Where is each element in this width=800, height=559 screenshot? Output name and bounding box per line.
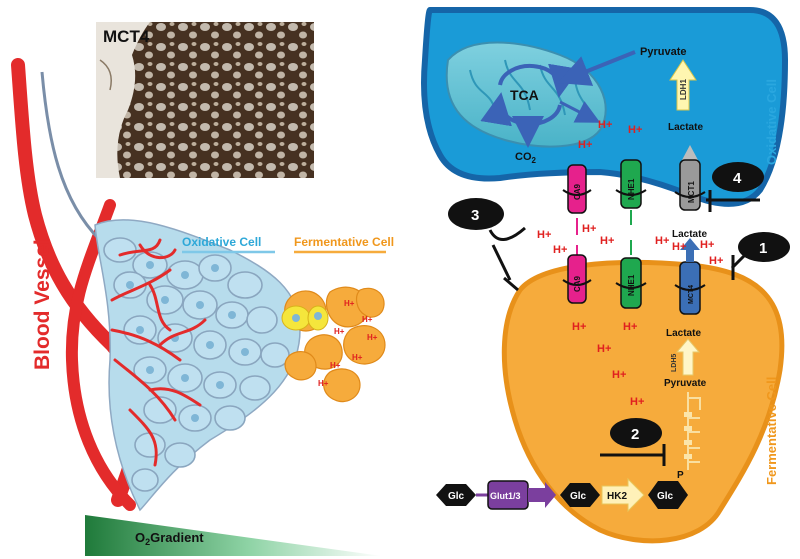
ferm-h-labels: H+ H+ H+ H+ H+ <box>572 321 644 408</box>
svg-text:H+: H+ <box>600 235 614 247</box>
svg-text:3: 3 <box>471 207 479 224</box>
nhe1-bottom: NHE1 <box>615 240 647 309</box>
glucose-6p: Glc <box>648 481 688 509</box>
svg-text:H+: H+ <box>537 229 551 241</box>
inhibitor-1: 1 <box>730 232 790 280</box>
blood-vessel-label: Blood Vessel <box>31 239 54 370</box>
mct4-transporter: MCT4 <box>674 238 706 315</box>
tumor-h-labels: H+ H+ H+ H+ H+ H+ H+ <box>318 299 378 388</box>
tumor-cluster <box>94 219 386 512</box>
svg-text:Glc: Glc <box>657 491 674 502</box>
svg-text:H+: H+ <box>330 361 341 370</box>
lactate-label-ox: Lactate <box>668 122 703 133</box>
co2-label: CO2 <box>515 151 537 165</box>
fermentative-cell-label: Fermentative Cell <box>764 377 779 485</box>
svg-text:H+: H+ <box>700 239 714 251</box>
oxidative-cell-label-left: Oxidative Cell <box>182 235 261 249</box>
svg-text:MCT1: MCT1 <box>687 181 696 203</box>
svg-text:H+: H+ <box>367 333 378 342</box>
svg-text:H+: H+ <box>572 321 586 333</box>
nhe1-top: NHE1 <box>615 159 647 225</box>
pyruvate-label-ox: Pyruvate <box>640 46 686 58</box>
svg-text:H+: H+ <box>628 124 642 136</box>
svg-text:H+: H+ <box>553 244 567 256</box>
svg-text:H+: H+ <box>598 119 612 131</box>
ldh5-arrow: LDH5 <box>671 338 701 376</box>
extracellular-h-labels: H+ H+ H+ H+ H+ H+ H+ H+ <box>537 223 723 267</box>
inhibitor-4: 4 <box>706 162 764 212</box>
svg-text:2: 2 <box>631 426 639 443</box>
svg-text:H+: H+ <box>582 223 596 235</box>
svg-text:CA9: CA9 <box>573 275 582 292</box>
svg-text:H+: H+ <box>578 139 592 151</box>
hk2-arrow: HK2 <box>601 477 645 513</box>
fermentative-cell-label-left: Fermentative Cell <box>294 235 394 249</box>
ldh1-arrow: LDH1 <box>669 59 697 111</box>
svg-text:H+: H+ <box>655 235 669 247</box>
svg-text:H+: H+ <box>672 241 686 253</box>
inhibitor-2: 2 <box>600 418 666 466</box>
glucose-inside: Glc <box>560 483 600 507</box>
svg-text:MCT4: MCT4 <box>688 285 695 304</box>
glycolysis-pathway <box>684 392 701 470</box>
tca-label: TCA <box>510 87 539 103</box>
glucose-outside: Glc <box>436 484 476 506</box>
svg-text:4: 4 <box>733 170 742 187</box>
svg-text:H+: H+ <box>344 299 355 308</box>
svg-text:H+: H+ <box>630 396 644 408</box>
ox-h-labels: H+ H+ H+ <box>578 119 642 151</box>
svg-text:H+: H+ <box>352 353 363 362</box>
micrograph-title: MCT4 <box>103 27 150 46</box>
lactate-label-ferm: Lactate <box>666 328 701 339</box>
svg-text:NHE1: NHE1 <box>627 274 636 296</box>
ca9-top: CA9 <box>562 164 592 235</box>
phosphate-label: P <box>677 470 684 481</box>
o2-gradient-triangle <box>85 515 382 556</box>
mct4-micrograph: MCT4 <box>96 22 314 178</box>
svg-text:H+: H+ <box>362 315 373 324</box>
svg-text:H+: H+ <box>612 369 626 381</box>
o2-gradient-label: O2Gradient <box>135 530 204 547</box>
svg-text:LDH5: LDH5 <box>671 354 678 372</box>
svg-text:H+: H+ <box>597 343 611 355</box>
svg-text:H+: H+ <box>709 255 723 267</box>
pyruvate-label-ferm: Pyruvate <box>664 378 707 389</box>
svg-text:CA9: CA9 <box>573 183 582 200</box>
mct1-transporter: MCT1 <box>674 145 706 211</box>
inhibitor-3: 3 <box>448 198 526 292</box>
svg-text:H+: H+ <box>318 379 329 388</box>
svg-text:Glc: Glc <box>448 491 465 502</box>
oxidative-cell-label: Oxidative Cell <box>764 79 779 165</box>
svg-text:Glut1/3: Glut1/3 <box>490 491 521 501</box>
lactate-label-extracellular: Lactate <box>672 229 707 240</box>
svg-text:H+: H+ <box>334 327 345 336</box>
svg-text:HK2: HK2 <box>607 491 627 502</box>
ca9-bottom: CA9 <box>562 245 592 304</box>
svg-text:NHE1: NHE1 <box>627 178 636 200</box>
svg-text:LDH1: LDH1 <box>679 79 688 100</box>
glut-transporter: Glut1/3 <box>487 480 556 510</box>
svg-text:H+: H+ <box>623 321 637 333</box>
svg-text:Glc: Glc <box>570 491 587 502</box>
svg-text:1: 1 <box>759 240 767 257</box>
